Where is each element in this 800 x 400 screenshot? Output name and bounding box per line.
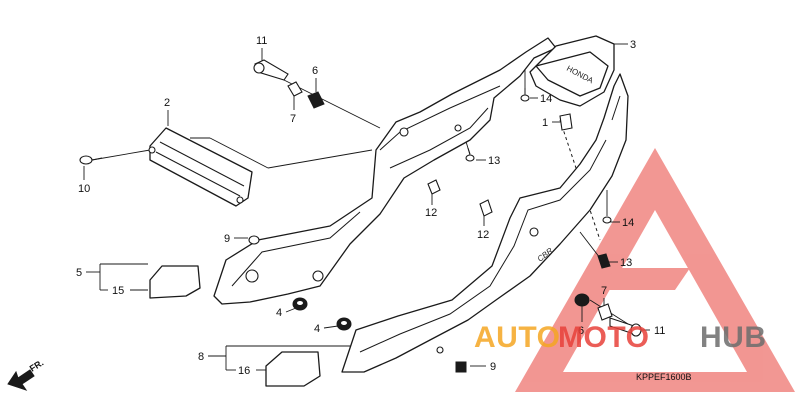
callout-15: 15 <box>112 285 124 297</box>
callouts: 11 6 7 2 10 3 14 1 13 12 12 14 13 9 5 15… <box>76 35 665 377</box>
hardware-12-clip-lower <box>479 199 493 217</box>
callout-7-lower: 7 <box>601 285 607 297</box>
hardware-14-screw-lower <box>602 216 612 224</box>
hardware-4-grommet-mid <box>336 317 352 331</box>
hardware-9-screw-upper <box>248 235 260 245</box>
hardware-10-screw <box>79 155 103 165</box>
hardware-13-screw-lower <box>597 253 611 269</box>
callout-8: 8 <box>198 351 204 363</box>
hardware-9-screw-lower <box>455 361 467 373</box>
callout-3: 3 <box>630 39 636 51</box>
fr-label: FR. <box>28 358 46 374</box>
callout-16: 16 <box>238 365 250 377</box>
callout-11-top: 11 <box>256 35 267 47</box>
watermark-hub: HUB <box>700 321 767 354</box>
callout-10: 10 <box>78 183 90 195</box>
callout-6-top: 6 <box>312 65 318 77</box>
callout-6-lower: 6 <box>578 325 584 337</box>
watermark-text: AUTO MOTO HUB <box>474 321 767 354</box>
hardware-6-grommet-lower <box>574 293 590 307</box>
hardware-14-screw-top <box>520 88 530 102</box>
callout-13-upper: 13 <box>488 155 500 167</box>
callout-1: 1 <box>542 117 548 129</box>
hardware-11-bolt-top <box>253 59 289 81</box>
front-direction-arrow: FR. <box>7 358 46 391</box>
hardware-12-clip-upper <box>427 179 441 195</box>
part-code-label: KPPEF1600B <box>636 372 692 382</box>
callout-11-lower: 11 <box>654 325 665 337</box>
hardware-11-bolt-lower <box>609 317 642 337</box>
hardware-7-collar-top <box>287 81 303 97</box>
hardware-1-nut <box>559 113 573 131</box>
callout-7-top: 7 <box>290 113 296 125</box>
hardware-7-collar-lower <box>597 303 613 321</box>
part-2-cover-strip <box>148 127 253 207</box>
callout-5: 5 <box>76 267 82 279</box>
hardware-4-grommet-left <box>292 297 308 311</box>
callout-9-lower: 9 <box>490 361 496 373</box>
callout-14-top: 14 <box>540 93 552 105</box>
hardware-13-screw-upper <box>465 147 475 162</box>
watermark-moto: MOTO <box>558 321 649 354</box>
callout-4-left: 4 <box>276 307 282 319</box>
callout-4-mid: 4 <box>314 323 320 335</box>
watermark-auto: AUTO <box>474 321 560 354</box>
watermark-logo-triangle <box>515 148 795 392</box>
part-15-pad <box>149 265 201 299</box>
callout-13-lower: 13 <box>620 257 632 269</box>
part-8-right-side-cover: CBR <box>341 73 629 373</box>
callout-2: 2 <box>164 97 170 109</box>
part-5-left-side-cover <box>213 37 557 305</box>
part-3-tail-cowl: HONDA <box>529 35 615 107</box>
part-16-pad <box>265 351 321 387</box>
callout-12-upper: 12 <box>425 207 437 219</box>
callout-14-lower: 14 <box>622 217 634 229</box>
callout-9-upper: 9 <box>224 233 230 245</box>
hardware-6-grommet-top <box>307 91 325 109</box>
callout-12-lower: 12 <box>477 229 489 241</box>
